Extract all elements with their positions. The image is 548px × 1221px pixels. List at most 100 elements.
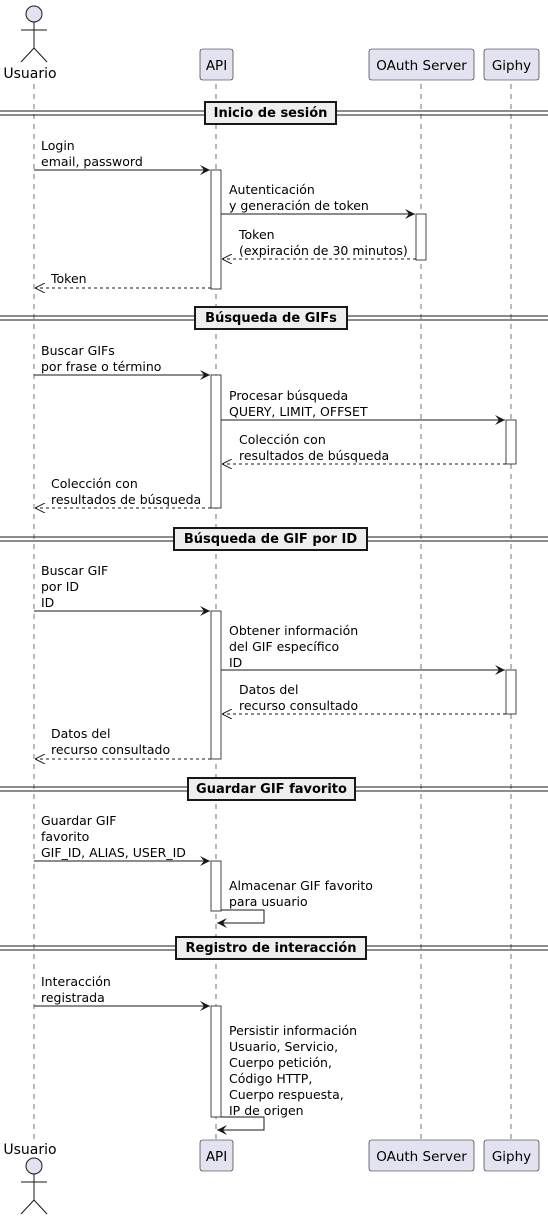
message-token-user: Token [35, 271, 211, 288]
actor-head [25, 5, 43, 23]
participant-label-giphy: Giphy [492, 58, 531, 74]
participant-oauth-bottom: OAuth Server [368, 1139, 475, 1172]
activation-bars [210, 169, 517, 1118]
message-line: y generación de token [229, 198, 369, 213]
actor-label-usuario: Usuario [3, 1142, 56, 1158]
actor-usuario-top: Usuario [3, 5, 57, 82]
message-line: registrada [41, 990, 105, 1005]
section-title: Guardar GIF favorito [196, 782, 347, 797]
participant-label-oauth: OAuth Server [376, 58, 467, 74]
actor-leg-left [20, 1199, 35, 1215]
activation-api [210, 169, 222, 290]
message-line: Procesar búsqueda [229, 388, 348, 403]
actor-leg-right [33, 1199, 48, 1215]
participant-box [483, 48, 540, 81]
message-line: Buscar GIF [41, 563, 108, 578]
activation-api [210, 374, 222, 509]
activation-api [210, 610, 222, 760]
section-dividers: Inicio de sesión Búsqueda de GIFs Búsque… [0, 101, 548, 960]
message-line: ID [229, 655, 242, 670]
activation-api [210, 1005, 222, 1118]
message-line: Token [50, 271, 87, 286]
message-line: por ID [41, 579, 79, 594]
message-line: resultados de búsqueda [239, 448, 389, 463]
section-title: Búsqueda de GIFs [205, 311, 337, 326]
activation-oauth [415, 213, 427, 261]
message-line: Código HTTP, [229, 1071, 312, 1086]
message-arrow [217, 1116, 265, 1135]
participant-label-api: API [206, 1149, 227, 1165]
actor-leg-right [33, 47, 48, 63]
activation-giphy [505, 419, 517, 465]
participant-box [199, 48, 234, 81]
message-line: Guardar GIF [41, 813, 116, 828]
activation-api [210, 860, 222, 912]
message-line: Almacenar GIF favorito [229, 878, 373, 893]
actor-label-usuario: Usuario [3, 66, 56, 82]
participant-giphy-bottom: Giphy [483, 1139, 540, 1172]
message-line: GIF_ID, ALIAS, USER_ID [41, 845, 186, 860]
participant-box [199, 1139, 234, 1172]
message-line: ID [41, 595, 54, 610]
message-line: Datos del [239, 682, 298, 697]
participant-oauth-top: OAuth Server [368, 48, 475, 81]
message-line: QUERY, LIMIT, OFFSET [229, 404, 368, 419]
participant-box [368, 48, 475, 81]
message-line: para usuario [229, 894, 308, 909]
participants-top: Usuario API OAuth Server Giphy [3, 5, 540, 82]
message-line: IP de origen [229, 1103, 304, 1118]
message-line: Autenticación [229, 182, 315, 197]
message-label: Token(expiración de 30 minutos) [238, 227, 408, 258]
actor-head [25, 1157, 43, 1175]
message-line: Login [41, 138, 75, 153]
divider-inicio-sesion: Inicio de sesión [0, 101, 548, 125]
message-line: Token [238, 227, 275, 242]
participant-label-api: API [206, 58, 227, 74]
divider-guardar-favorito: Guardar GIF favorito [0, 777, 548, 801]
message-line: Obtener información [229, 623, 358, 638]
actor-leg-left [20, 47, 35, 63]
message-line: Usuario, Servicio, [229, 1039, 338, 1054]
message-line: Interacción [41, 974, 111, 989]
participant-label-oauth: OAuth Server [376, 1149, 467, 1165]
message-line: por frase o término [41, 359, 161, 374]
divider-registro-interaccion: Registro de interacción [0, 936, 548, 960]
participants-bottom: Usuario API OAuth Server Giphy [3, 1139, 540, 1215]
message-line: resultados de búsqueda [51, 492, 201, 507]
participant-api-top: API [199, 48, 234, 81]
message-line: Persistir información [229, 1023, 357, 1038]
divider-busqueda-gif-id: Búsqueda de GIF por ID [0, 527, 548, 551]
message-token-return: Token(expiración de 30 minutos) [222, 227, 416, 259]
section-title: Inicio de sesión [214, 106, 328, 121]
participant-box [368, 1139, 475, 1172]
message-line: recurso consultado [51, 742, 170, 757]
message-line: recurso consultado [239, 698, 358, 713]
message-line: del GIF específico [229, 639, 339, 654]
actor-usuario-bottom: Usuario [3, 1142, 57, 1215]
message-line: Cuerpo petición, [229, 1055, 332, 1070]
participant-box [483, 1139, 540, 1172]
